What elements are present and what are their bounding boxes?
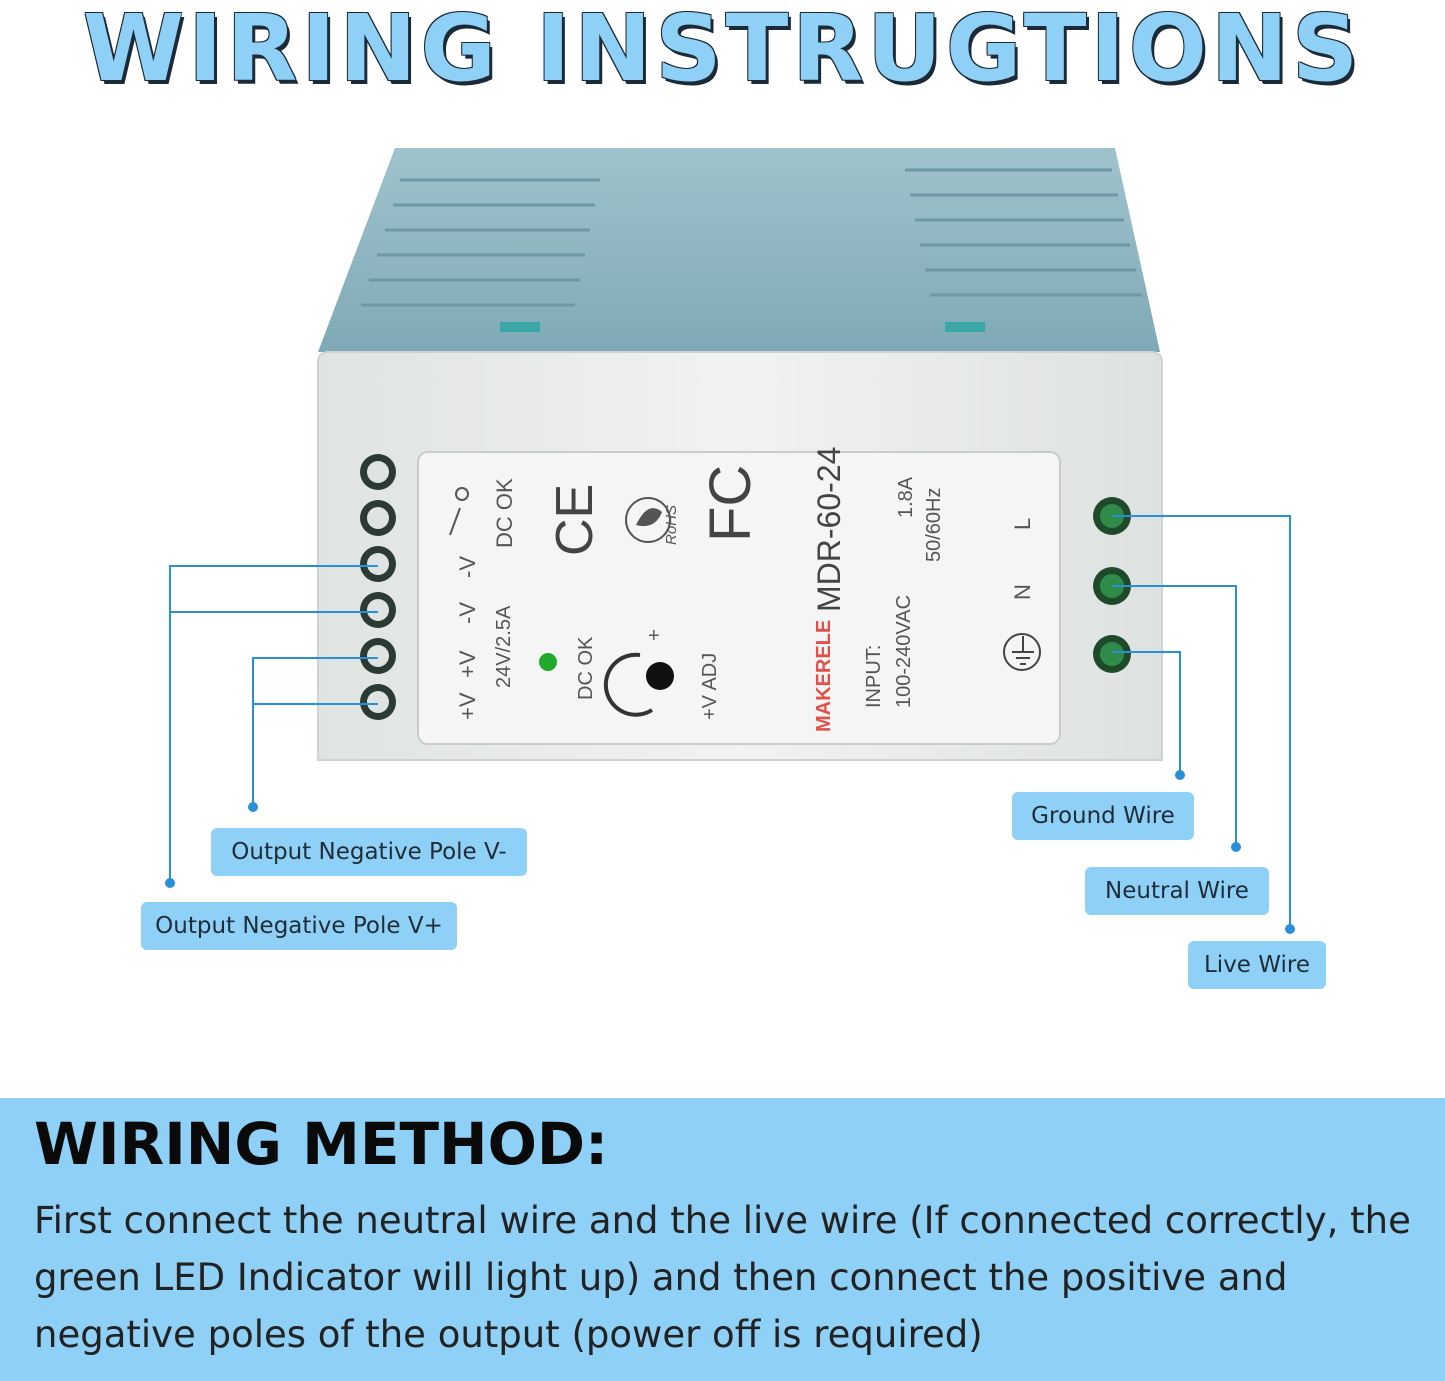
callout-dots [165, 770, 1295, 934]
label-neutral-wire: Neutral Wire [1085, 867, 1269, 915]
brand-label: MAKERELE [813, 620, 835, 732]
switch-icon [449, 487, 469, 536]
ac-n: N [1010, 584, 1035, 600]
output-terminals [360, 454, 396, 720]
dc-ok-led: DC OK [575, 636, 597, 700]
terminal-symbol-2: +V [455, 650, 480, 678]
input-freq: 50/60Hz [923, 488, 945, 563]
power-supply-diagram: +V +V -V -V 24V/2.5A DC OK DC OK +V ADJ … [165, 148, 1295, 934]
callout-lines [169, 515, 1291, 928]
ground-icon [1003, 633, 1041, 671]
output-spec: 24V/2.5A [493, 605, 515, 688]
housing-front [317, 351, 1163, 761]
wiring-method-text: First connect the neutral wire and the l… [34, 1199, 1411, 1356]
label-live-wire: Live Wire [1188, 941, 1326, 989]
led-indicator [539, 653, 557, 671]
adj-plus: + [648, 625, 660, 647]
input-voltage: 100-240VAC [893, 595, 915, 708]
page-title: WIRING INSTRUGTIONS [82, 0, 1363, 102]
ac-l: L [1010, 518, 1035, 530]
wiring-method-panel [0, 1098, 1445, 1381]
terminal-symbol-3: -V [455, 602, 480, 624]
dc-ok-top: DC OK [492, 478, 517, 548]
adj-label: +V ADJ [699, 653, 721, 720]
label-ground-wire: Ground Wire [1012, 792, 1194, 840]
model-label: MDR-60-24 [811, 447, 847, 612]
terminal-symbol-1: +V [455, 692, 480, 720]
label-output-negative: Output Negative Pole V- [211, 828, 527, 876]
rohs-mark: RoHS [663, 505, 680, 545]
input-label: INPUT: [863, 645, 885, 708]
adj-knob-icon [603, 652, 674, 717]
housing-top [318, 148, 1160, 352]
rohs-icon [625, 497, 671, 543]
wiring-method-heading: WIRING METHOD: [34, 1110, 609, 1178]
input-current: 1.8A [895, 476, 917, 518]
label-output-positive: Output Negative Pole V+ [141, 902, 457, 950]
fc-mark: FC [698, 465, 763, 542]
terminal-symbol-4: -V [455, 556, 480, 578]
ce-mark: CE [546, 484, 604, 556]
